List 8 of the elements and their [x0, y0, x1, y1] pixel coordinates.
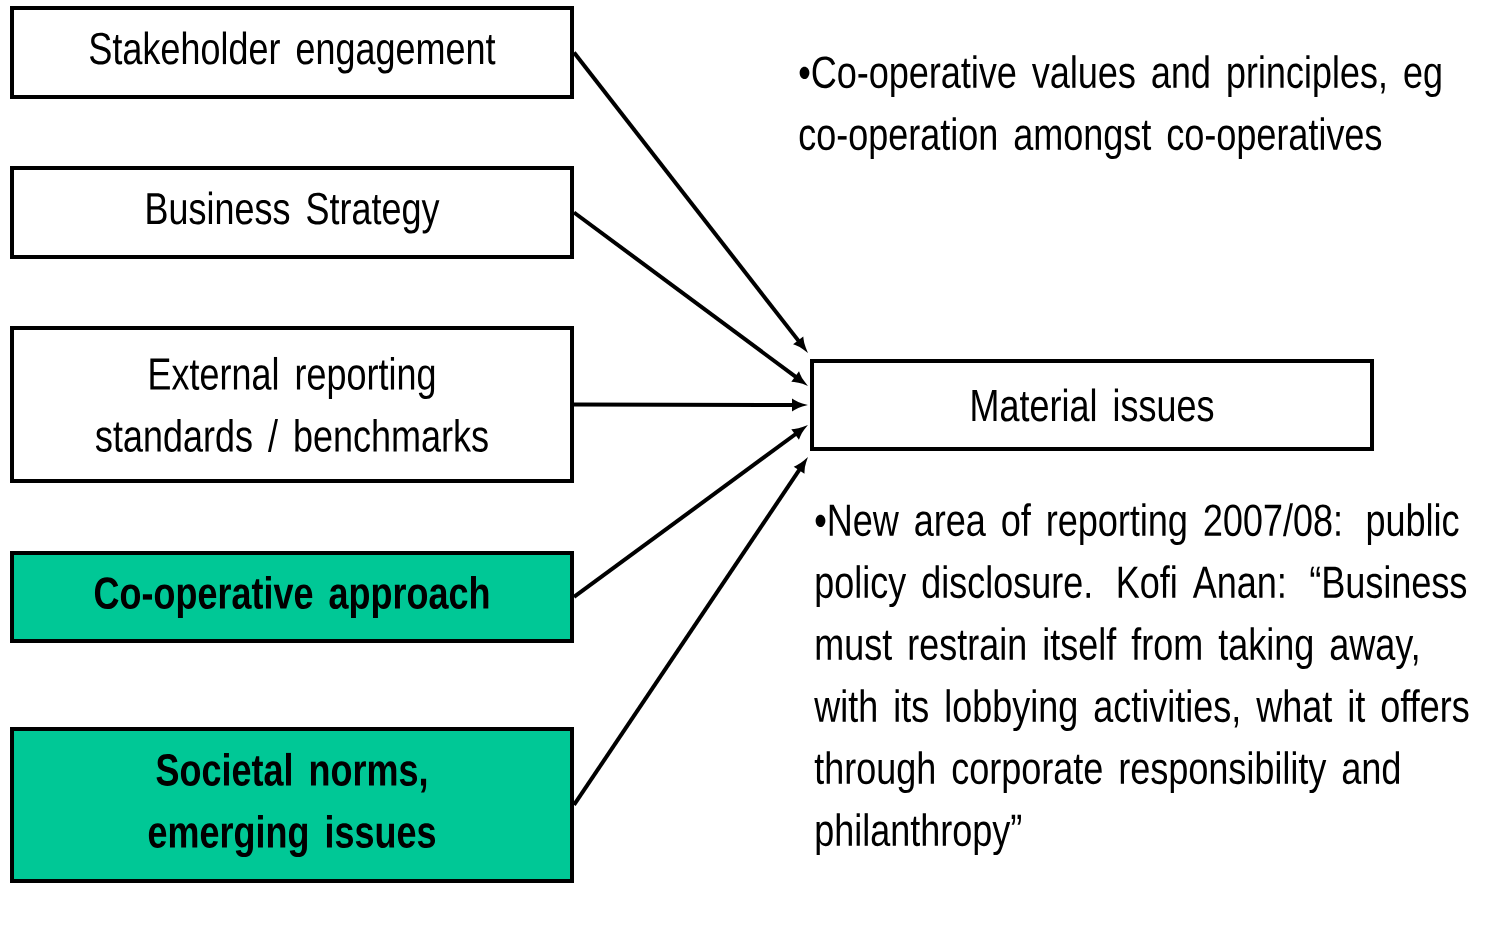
highlighted-box: Co-operative approach — [10, 551, 574, 643]
highlighted-box: Societal norms, emerging issues — [10, 727, 574, 883]
process-box: Stakeholder engagement — [10, 6, 574, 99]
process-box: Business Strategy — [10, 166, 574, 259]
process-box: Material issues — [810, 359, 1374, 451]
process-box: External reporting standards / benchmarks — [10, 326, 574, 483]
bullet-text: •New area of reporting 2007/08: public policy disclosure. Kofi Anan: “Business must restrain itself from taking away, with its lobbying activities, what it offers through corporate responsibility and philanthropy” — [814, 503, 1469, 856]
bullet-text: •Co-operative values and principles, eg co-operation amongst co-operatives — [799, 55, 1441, 160]
